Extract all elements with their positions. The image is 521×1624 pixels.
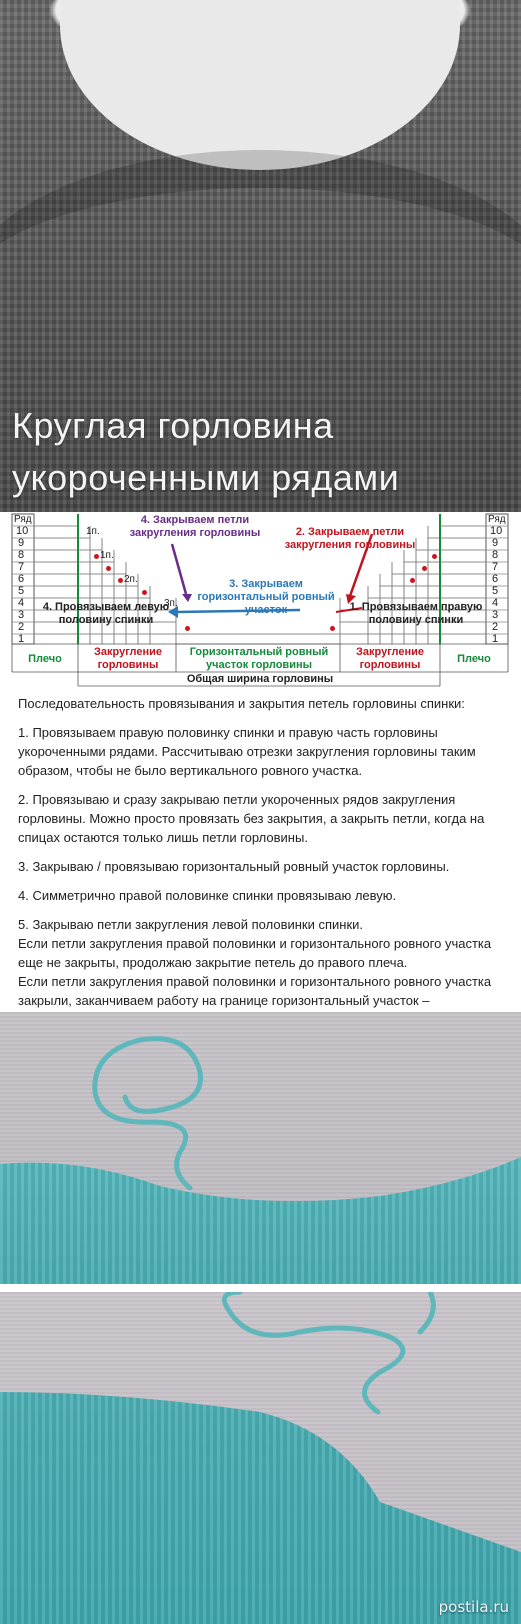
step5-heading: 5. Закрываю петли закругления левой поло… <box>18 917 364 932</box>
neckline-diagram: Ряд Ряд 10 9 8 7 6 5 4 3 2 1 10 9 8 7 6 … <box>0 512 521 690</box>
marker-dot <box>330 626 335 631</box>
intro-paragraph: Последовательность провязывания и закрыт… <box>18 696 465 711</box>
step2-paragraph: 2. Провязываю и сразу закрываю петли уко… <box>18 792 485 845</box>
neck-opening <box>60 0 460 170</box>
row-num: 7 <box>18 561 25 573</box>
yarn-strand <box>221 1292 436 1415</box>
hero-title-line2: укороченными рядами <box>12 457 400 498</box>
knit-photo-2 <box>0 1012 521 1284</box>
row-num: 1 <box>18 633 25 645</box>
row-header-right: Ряд <box>488 514 506 525</box>
step4-knit-label: 4. Провязываем левую половину спинки <box>42 601 170 626</box>
marker-dot <box>185 626 190 631</box>
row-num: 6 <box>18 573 25 585</box>
row-num: 9 <box>18 537 25 549</box>
step4-close-label: 4. Закрываем петли закругления горловины <box>129 514 261 539</box>
row-num: 8 <box>18 549 25 561</box>
row-num: 10 <box>490 525 503 537</box>
row-num: 5 <box>492 585 499 597</box>
row-num: 3 <box>492 609 499 621</box>
diagram-svg <box>11 513 509 687</box>
step3-close-label: 3. Закрываем горизонтальный ровный участ… <box>197 578 335 616</box>
step5-detail-a: Если петли закругления правой половинки … <box>18 936 492 970</box>
step4-paragraph: 4. Симметрично правой половинке спинки п… <box>18 888 397 903</box>
row-num: 7 <box>492 561 499 573</box>
marker-dot <box>422 566 427 571</box>
marker-dot <box>94 554 99 559</box>
step1-paragraph: 1. Провязываем правую половинку спинки и… <box>18 725 476 778</box>
row-num: 8 <box>492 549 499 561</box>
row-num: 6 <box>492 573 499 585</box>
marker-dot <box>118 578 123 583</box>
stitch-count: 1п. <box>100 550 114 561</box>
marker-dot <box>106 566 111 571</box>
total-width-label: Общая ширина горловины <box>186 673 334 685</box>
row-num: 2 <box>18 621 25 633</box>
stitch-count: 1п. <box>86 526 100 537</box>
rounding-right-label: Закругление горловины <box>356 646 424 671</box>
hero-title-line1: Круглая горловина <box>12 405 334 446</box>
step3-paragraph: 3. Закрываю / провязываю горизонтальный … <box>18 859 450 874</box>
row-num: 4 <box>18 597 25 609</box>
yarn-strand <box>92 1036 203 1191</box>
watermark: postila.ru <box>438 1598 509 1616</box>
row-num: 4 <box>492 597 499 609</box>
hero-title: Круглая горловина укороченными рядами <box>12 400 399 504</box>
marker-dot <box>432 554 437 559</box>
stitch-count: 2п. <box>124 574 138 585</box>
row-num: 10 <box>16 525 29 537</box>
sweater-photo: Круглая горловина укороченными рядами <box>0 0 521 512</box>
knit-photo-3: postila.ru <box>0 1292 521 1624</box>
step5-detail-b: Если петли закругления правой половинки … <box>18 974 492 1008</box>
row-num: 2 <box>492 621 499 633</box>
row-num: 9 <box>492 537 499 549</box>
instructions-text: Последовательность провязывания и закрыт… <box>0 694 521 1008</box>
stitch-count: 3п. <box>164 598 178 609</box>
shoulder-right-label: Плечо <box>457 653 491 665</box>
marker-dot <box>410 578 415 583</box>
step2-close-label: 2. Закрываем петли закругления горловины <box>284 526 416 551</box>
marker-dot <box>142 590 147 595</box>
step1-knit-label: 1. Провязываем правую половину спинки <box>349 601 483 626</box>
row-num: 3 <box>18 609 25 621</box>
row-num: 5 <box>18 585 25 597</box>
horizontal-label: Горизонтальный ровный участок горловины <box>189 646 329 671</box>
rounding-left-label: Закругление горловины <box>94 646 162 671</box>
row-header-left: Ряд <box>14 514 32 525</box>
shoulder-left-label: Плечо <box>28 653 62 665</box>
row-num: 1 <box>492 633 499 645</box>
